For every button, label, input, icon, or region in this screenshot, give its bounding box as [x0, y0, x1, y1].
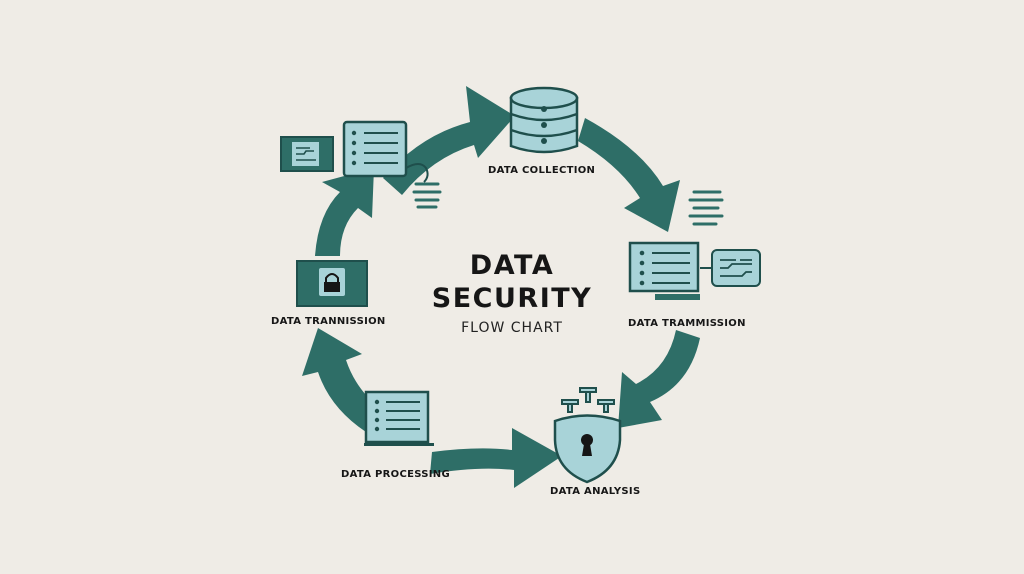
shield-lock-icon: [553, 387, 622, 484]
connector-curve: [405, 163, 429, 183]
stage-label-processing: DATA PROCESSING: [341, 469, 450, 480]
arrow-top-left: [383, 86, 515, 195]
server-document-icon-right: [628, 241, 712, 300]
data-lines-icon: [688, 190, 724, 226]
key-chip-icon: [711, 249, 761, 287]
arrow-left-lower: [302, 328, 382, 432]
stage-label-transmission-left: DATA TRANNISSION: [271, 316, 386, 327]
diagram-title-line2: SECURITY: [431, 283, 593, 314]
database-icon: [509, 86, 579, 154]
lock-box-icon: [296, 260, 368, 307]
stage-label-transmission-right: DATA TRAMMISSION: [628, 318, 746, 329]
stage-label-analysis: DATA ANALYSIS: [550, 486, 641, 497]
diagram-title-line1: DATA: [469, 250, 555, 281]
diagram-subtitle: FLOW CHART: [461, 320, 563, 336]
stage-label-collection: DATA COLLECTION: [488, 165, 596, 176]
arrow-bottom: [430, 428, 562, 488]
processing-document-icon: [364, 390, 434, 446]
hardware-panel-icon: [280, 136, 334, 172]
arrow-right: [618, 330, 700, 428]
arrow-left-upper: [315, 168, 374, 256]
coil-lines-icon: [412, 182, 442, 209]
server-document-icon-left: [342, 120, 408, 178]
arrow-top-right: [578, 118, 680, 232]
